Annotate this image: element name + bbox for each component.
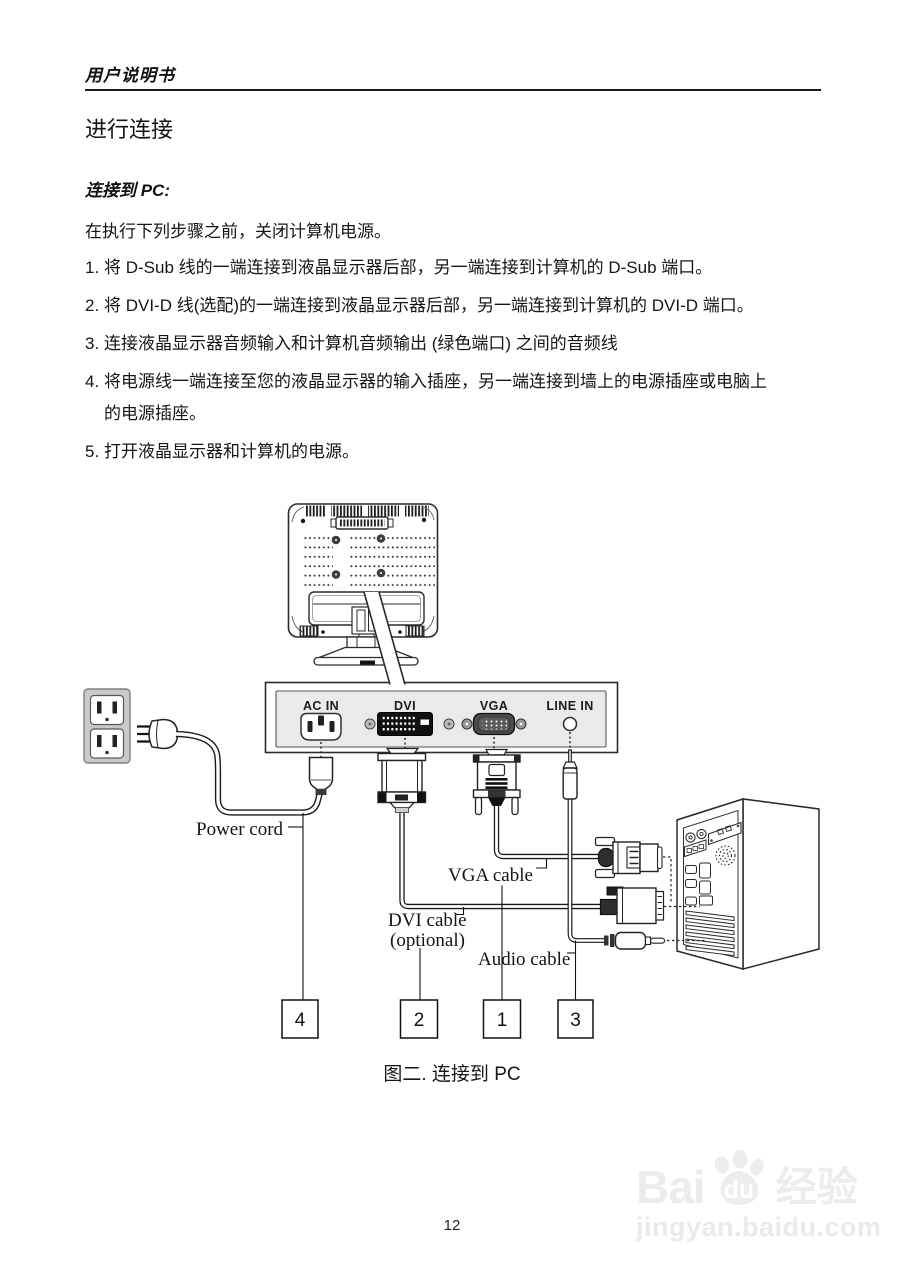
intro-text: 在执行下列步骤之前，关闭计算机电源。 xyxy=(85,222,391,241)
label-audio-cable: Audio cable xyxy=(478,949,570,970)
line-in-port xyxy=(562,716,578,732)
callout-box-3 xyxy=(557,999,594,1039)
power-connector xyxy=(308,756,334,795)
callout-wedge xyxy=(364,592,405,685)
vent-dots-left xyxy=(302,533,333,586)
watermark-url: jingyan.baidu.com xyxy=(636,1212,882,1242)
connector-panel: AC IN DVI VGA LINE IN xyxy=(264,591,619,757)
step-number: 4. xyxy=(85,372,100,391)
callout-number-1: 1 xyxy=(497,1010,508,1031)
label-power-cord: Power cord xyxy=(196,819,284,840)
port-label-ac-in: AC IN xyxy=(303,699,339,713)
section-subtitle: 连接到 PC: xyxy=(85,181,170,200)
steps-list: 1. 将 D-Sub 线的一端连接到液晶显示器后部，另一端连接到计算机的 D-S… xyxy=(85,252,785,474)
audio-plug xyxy=(562,749,578,800)
callout-box-4 xyxy=(281,999,319,1039)
watermark-logo-row: Bai du 经验 xyxy=(636,1150,876,1210)
speaker-grille xyxy=(715,845,736,866)
page-number: 12 xyxy=(443,1217,461,1234)
label-dvi-cable: DVI cable xyxy=(388,910,467,931)
audio-cable xyxy=(567,797,605,943)
callout-box-2 xyxy=(399,999,439,1039)
watermark-text-bai: Bai xyxy=(636,1161,706,1214)
step-number: 3. xyxy=(85,334,100,353)
vga-port xyxy=(461,712,527,736)
callout-boxes xyxy=(281,999,594,1039)
header-rule xyxy=(85,89,821,91)
step-item-3: 3. 连接液晶显示器音频输入和计算机音频输出 (绿色端口) 之间的音频线 xyxy=(85,328,785,360)
callout-leaders xyxy=(288,813,577,1000)
label-vga-cable: VGA cable xyxy=(448,865,533,886)
power-cord xyxy=(175,730,324,816)
dvi-cable xyxy=(399,810,602,910)
baidu-watermark: Bai du 经验 jingyan.baidu.com xyxy=(636,1150,882,1243)
vesa-screws xyxy=(331,534,386,579)
callout-number-4: 4 xyxy=(295,1010,306,1031)
doc-header: 用户说明书 xyxy=(85,66,175,85)
dvi-pc-connector xyxy=(599,886,665,925)
vga-pc-connector xyxy=(594,836,663,879)
paw-icon: du xyxy=(707,1150,769,1210)
step-text: 连接液晶显示器音频输入和计算机音频输出 (绿色端口) 之间的音频线 xyxy=(104,334,618,353)
vesa-connector-bar xyxy=(330,516,394,530)
step-text: 将电源线一端连接至您的液晶显示器的输入插座，另一端连接到墙上的电源插座或电脑上的… xyxy=(104,372,767,423)
step-number: 1. xyxy=(85,258,100,277)
vent-dots-right xyxy=(350,533,435,586)
watermark-text-du: du xyxy=(723,1176,755,1204)
step-text: 将 DVI-D 线(选配)的一端连接到液晶显示器后部，另一端连接到计算机的 DV… xyxy=(104,296,754,315)
step-number: 5. xyxy=(85,442,100,461)
port-dotted-leads xyxy=(320,732,571,757)
step-item-2: 2. 将 DVI-D 线(选配)的一端连接到液晶显示器后部，另一端连接到计算机的… xyxy=(85,290,785,322)
dvi-connector xyxy=(377,747,427,813)
ac-in-port xyxy=(300,712,342,741)
vga-connector xyxy=(472,748,521,816)
port-label-line-in: LINE IN xyxy=(546,699,593,713)
monitor-rear xyxy=(287,503,439,666)
label-dvi-optional: (optional) xyxy=(390,930,465,951)
figure-caption: 图二. 连接到 PC xyxy=(383,1063,520,1085)
step-text: 打开液晶显示器和计算机的电源。 xyxy=(104,442,359,461)
tower-ports xyxy=(684,821,742,906)
step-text: 将 D-Sub 线的一端连接到液晶显示器后部，另一端连接到计算机的 D-Sub … xyxy=(104,258,713,277)
step-item-5: 5. 打开液晶显示器和计算机的电源。 xyxy=(85,436,785,468)
power-plug xyxy=(137,718,179,750)
port-label-dvi: DVI xyxy=(394,699,416,713)
port-label-vga: VGA xyxy=(480,699,508,713)
watermark-text-jingyan: 经验 xyxy=(775,1164,858,1210)
vent-grille xyxy=(306,505,326,517)
dvi-port xyxy=(364,712,455,736)
step-item-4: 4. 将电源线一端连接至您的液晶显示器的输入插座，另一端连接到墙上的电源插座或电… xyxy=(85,366,785,430)
callout-box-1 xyxy=(482,999,522,1039)
audio-pc-plug xyxy=(604,931,666,950)
expansion-slots xyxy=(685,910,735,957)
wall-outlet xyxy=(83,688,131,764)
vga-cable xyxy=(493,804,603,860)
monitor-stand xyxy=(313,636,419,666)
step-item-1: 1. 将 D-Sub 线的一端连接到液晶显示器后部，另一端连接到计算机的 D-S… xyxy=(85,252,785,284)
pc-dotted-leads xyxy=(663,856,706,942)
step-number: 2. xyxy=(85,296,100,315)
pc-tower xyxy=(676,797,820,970)
page-title: 进行连接 xyxy=(85,117,174,142)
callout-number-2: 2 xyxy=(414,1010,425,1031)
callout-number-3: 3 xyxy=(570,1010,581,1031)
